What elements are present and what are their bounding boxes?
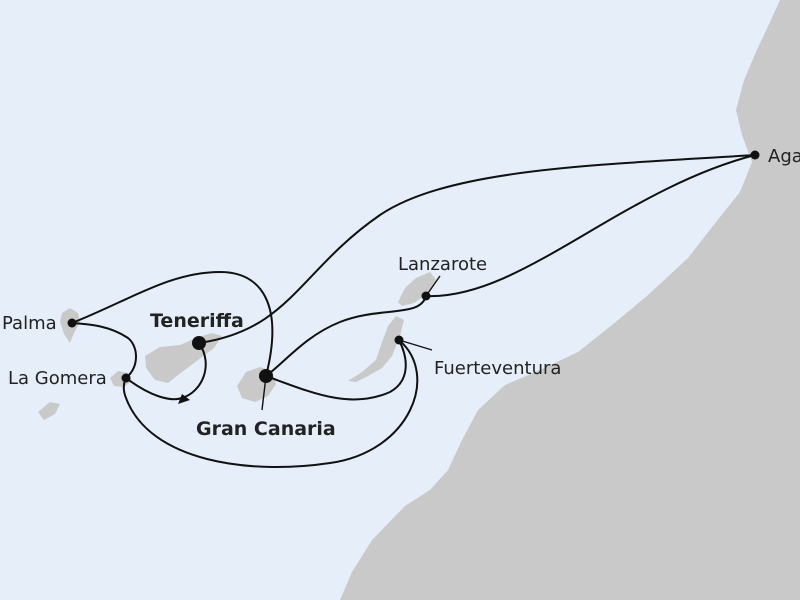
port-marker-lanzarote[interactable]	[421, 291, 431, 301]
label-la-palma: Palma	[2, 313, 57, 334]
port-markers	[67, 150, 760, 383]
label-fuerteventura: Fuerteventura	[434, 358, 561, 379]
island-fuerteventura	[348, 316, 404, 382]
port-marker-gran-canaria[interactable]	[259, 369, 273, 383]
port-marker-la-palma[interactable]	[67, 318, 77, 328]
route-fuerteventura-to-la-gomera	[122, 339, 419, 468]
label-teneriffa: Teneriffa	[150, 310, 244, 332]
port-marker-fuerteventura[interactable]	[394, 335, 404, 345]
island-lanzarote	[398, 272, 436, 306]
label-lanzarote: Lanzarote	[398, 254, 487, 275]
port-marker-teneriffa[interactable]	[192, 336, 206, 350]
route-la-palma-to-gran-canaria	[71, 270, 274, 377]
route-gran-canaria-to-fuerteventura	[265, 339, 407, 401]
cruise-routes	[71, 154, 756, 468]
label-gran-canaria: Gran Canaria	[196, 418, 336, 440]
port-marker-la-gomera[interactable]	[121, 373, 131, 383]
route-agadir-to-lanzarote	[425, 154, 756, 298]
island-el-hierro	[38, 402, 60, 420]
label-agadir: Aga	[768, 146, 800, 167]
leader-line-fuerteventura	[398, 339, 433, 351]
route-lanzarote-to-gran-canaria	[265, 295, 427, 377]
label-la-gomera: La Gomera	[8, 368, 107, 389]
african-coast-landmass	[340, 0, 800, 600]
port-marker-agadir[interactable]	[750, 150, 760, 160]
route-direction-arrow-icon	[178, 394, 190, 404]
port-labels: Teneriffa Gran Canaria Lanzarote Fuertev…	[2, 146, 800, 440]
route-la-gomera-to-la-palma	[71, 322, 137, 379]
